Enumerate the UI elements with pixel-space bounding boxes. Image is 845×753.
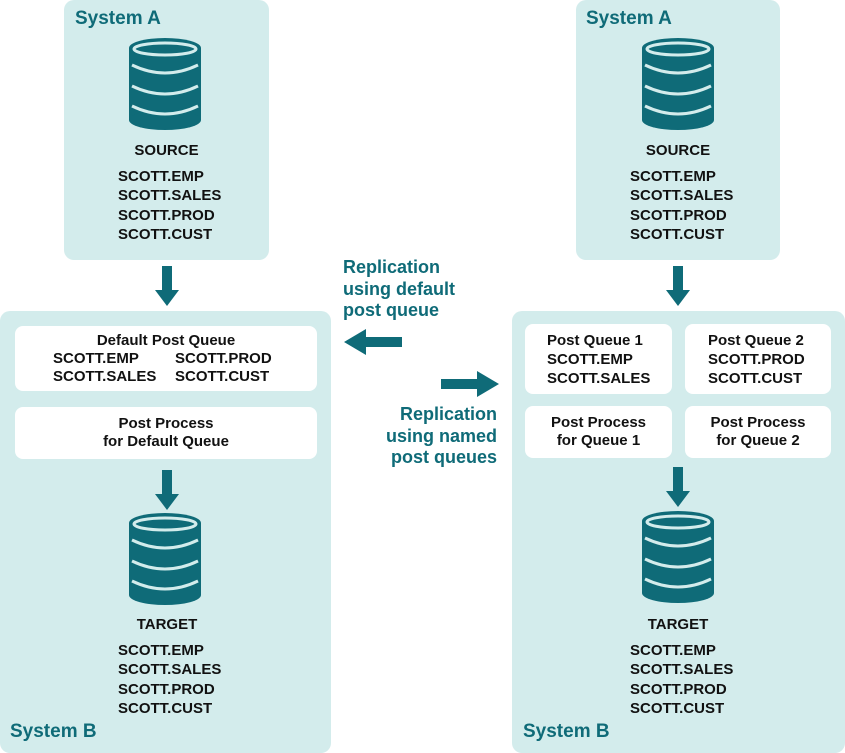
text-line: Replication [343, 257, 441, 277]
left-source-database-icon [129, 38, 201, 130]
left-source-table-list: SCOTT.EMP SCOTT.SALES SCOTT.PROD SCOTT.C… [118, 167, 221, 244]
left-process-down-arrow-icon [155, 470, 179, 510]
text-line: Replication [399, 404, 497, 424]
table-name: SCOTT.SALES [630, 661, 734, 679]
table-name: SCOTT.CUST [175, 368, 270, 385]
process1-line1: Post Process [550, 414, 647, 431]
right-source-caption: SOURCE [645, 142, 711, 159]
left-default-queue-title: Default Post Queue [96, 332, 236, 349]
left-process-line2: for Default Queue [103, 433, 229, 450]
right-system-a-panel: System A SOURCE SCOTT.EMP SCOTT.SALES SC… [576, 0, 780, 260]
table-name: SCOTT.SALES [53, 368, 157, 385]
left-target-table-list: SCOTT.EMP SCOTT.SALES SCOTT.PROD SCOTT.C… [118, 641, 221, 718]
table-name: SCOTT.PROD [630, 680, 727, 698]
table-name: SCOTT.CUST [118, 699, 213, 717]
table-name: SCOTT.SALES [118, 187, 222, 205]
process2-line2: for Queue 2 [716, 432, 800, 449]
table-name: SCOTT.EMP [630, 168, 716, 185]
table-name: SCOTT.EMP [118, 168, 204, 185]
right-system-b-label: System B [523, 721, 610, 742]
left-system-b-label: System B [10, 721, 97, 742]
text-line: post queues [390, 447, 497, 467]
left-pointing-arrow-icon [344, 329, 402, 355]
table-name: SCOTT.EMP [118, 642, 204, 659]
table-name: SCOTT.SALES [630, 187, 734, 205]
left-target-caption: TARGET [136, 616, 198, 633]
left-queue-col2: SCOTT.PROD SCOTT.CUST [175, 350, 272, 386]
table-name: SCOTT.EMP [53, 350, 139, 367]
text-line: post queue [343, 300, 440, 320]
right-target-database-icon [642, 511, 714, 603]
right-target-caption: TARGET [647, 616, 709, 633]
table-name: SCOTT.PROD [630, 206, 727, 224]
table-name: SCOTT.CUST [630, 225, 725, 243]
left-queue-col1: SCOTT.EMP SCOTT.SALES [53, 350, 156, 386]
table-name: SCOTT.CUST [118, 225, 213, 243]
table-name: SCOTT.PROD [175, 350, 272, 367]
left-system-b-panel: Default Post Queue SCOTT.EMP SCOTT.SALES… [0, 311, 331, 753]
right-pointing-arrow-icon [441, 371, 499, 397]
post-process-queue-1-box: Post Process for Queue 1 [525, 406, 672, 458]
process2-line1: Post Process [710, 414, 806, 431]
process1-line2: for Queue 1 [556, 432, 641, 449]
left-system-a-label: System A [75, 8, 161, 29]
right-process-down-arrow-icon [666, 467, 690, 507]
post-queue-1-box: Post Queue 1 SCOTT.EMP SCOTT.SALES [525, 324, 672, 394]
text-line: using named [385, 425, 497, 446]
table-name: SCOTT.PROD [708, 351, 805, 368]
left-default-post-queue-box: Default Post Queue SCOTT.EMP SCOTT.SALES… [15, 326, 317, 391]
right-down-arrow-icon [666, 266, 690, 306]
left-down-arrow-icon [155, 266, 179, 306]
post-queue-2-title: Post Queue 2 [708, 332, 804, 349]
left-source-caption: SOURCE [134, 142, 199, 159]
table-name: SCOTT.CUST [630, 699, 725, 717]
right-system-b-panel: Post Queue 1 SCOTT.EMP SCOTT.SALES Post … [512, 311, 845, 753]
right-source-database-icon [642, 38, 714, 130]
left-target-database-icon [129, 513, 201, 605]
table-name: SCOTT.SALES [118, 661, 222, 679]
right-source-table-list: SCOTT.EMP SCOTT.SALES SCOTT.PROD SCOTT.C… [630, 167, 733, 244]
table-name: SCOTT.PROD [118, 206, 215, 224]
post-queue-2-box: Post Queue 2 SCOTT.PROD SCOTT.CUST [685, 324, 831, 394]
text-line: using default [343, 278, 455, 299]
left-post-process-box: Post Process for Default Queue [15, 407, 317, 459]
table-name: SCOTT.SALES [547, 370, 651, 387]
default-replication-text: Replication using default post queue [343, 257, 455, 322]
named-replication-text: Replication using named post queues [366, 404, 497, 469]
post-process-queue-2-box: Post Process for Queue 2 [685, 406, 831, 458]
left-process-line1: Post Process [118, 415, 214, 432]
post-queue-1-title: Post Queue 1 [547, 332, 643, 349]
table-name: SCOTT.CUST [708, 370, 803, 387]
table-name: SCOTT.PROD [118, 680, 215, 698]
right-system-a-label: System A [586, 8, 672, 29]
table-name: SCOTT.EMP [547, 351, 633, 368]
left-system-a-panel: System A SOURCE SCOTT.EMP SCOTT.SALES SC… [64, 0, 269, 260]
table-name: SCOTT.EMP [630, 642, 716, 659]
right-target-table-list: SCOTT.EMP SCOTT.SALES SCOTT.PROD SCOTT.C… [630, 641, 733, 718]
